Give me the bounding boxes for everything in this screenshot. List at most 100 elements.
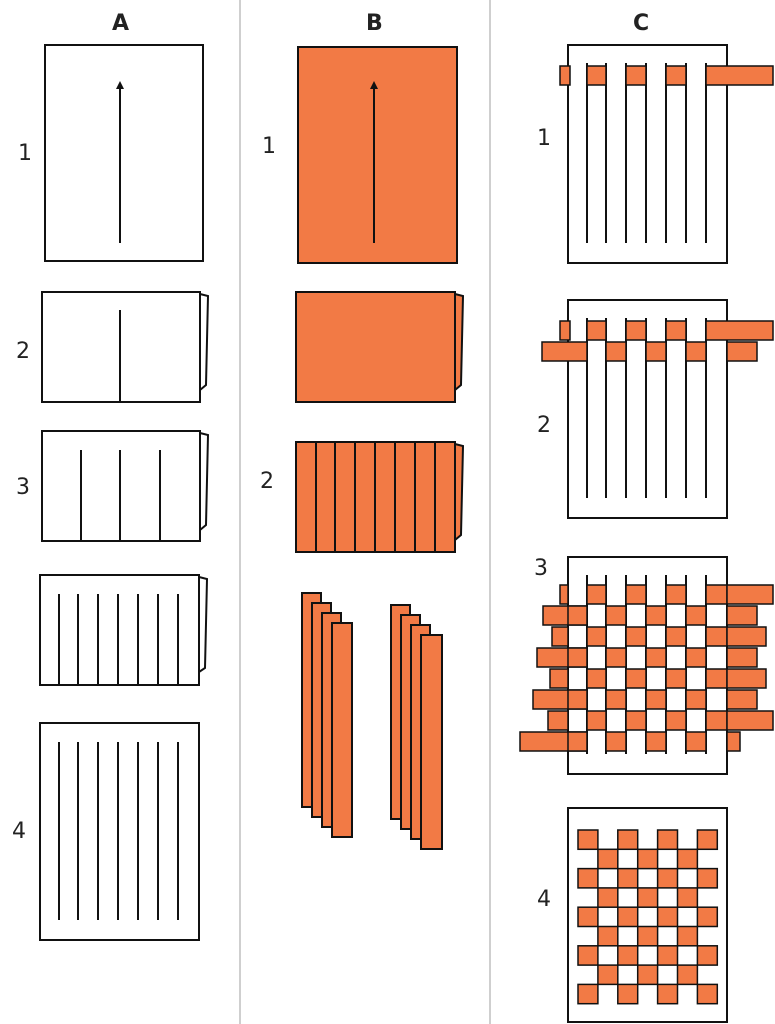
- c-step-1-weft-strip: [560, 66, 773, 85]
- column-c-step-3-label: 3: [534, 556, 548, 581]
- b-weft-strips-right-stack: [391, 605, 442, 849]
- checker-cell: [658, 830, 678, 849]
- checker-cell: [658, 946, 678, 965]
- weft-cell: [626, 669, 646, 688]
- weft-cell: [646, 690, 666, 709]
- checker-cell: [638, 965, 658, 984]
- column-a-step-3-label: 3: [16, 475, 30, 500]
- weft-tail: [727, 585, 773, 604]
- weft-cell: [606, 648, 626, 667]
- checker-cell: [697, 830, 717, 849]
- weft-cell: [686, 648, 706, 667]
- checker-cell: [678, 849, 698, 868]
- weft-cell: [626, 627, 646, 646]
- column-c-step-4-label: 4: [537, 887, 551, 912]
- checker-cell: [598, 888, 618, 907]
- a-step-3-cut-paper: [42, 431, 208, 541]
- weft-cell: [587, 585, 606, 604]
- column-b-header: B: [366, 11, 383, 36]
- weft-cell: [568, 606, 587, 625]
- weft-tail: [727, 669, 766, 688]
- column-b-step-2-label: 2: [260, 469, 274, 494]
- column-a-step-2-label: 2: [16, 339, 30, 364]
- weft-tail: [727, 627, 766, 646]
- checker-cell: [578, 946, 598, 965]
- a-step-1-paper: [45, 45, 203, 261]
- b-step-2-cut-orange-paper: [296, 442, 463, 552]
- weft-cell: [646, 606, 666, 625]
- a-step-4-unfolded-paper: [40, 723, 199, 940]
- checker-cell: [697, 984, 717, 1003]
- weft-cell: [686, 606, 706, 625]
- weft-cell: [606, 732, 626, 751]
- checker-cell: [578, 907, 598, 926]
- a-step-3b-cut-paper: [40, 575, 207, 685]
- checker-cell: [598, 849, 618, 868]
- column-c-header: C: [633, 11, 649, 36]
- weft-cell: [666, 627, 686, 646]
- weft-cell: [626, 585, 646, 604]
- b-step-1-orange-paper: [298, 47, 457, 263]
- checker-cell: [658, 984, 678, 1003]
- weft-cell: [587, 627, 606, 646]
- checker-cell: [618, 984, 638, 1003]
- checker-cell: [618, 946, 638, 965]
- weft-cell: [568, 690, 587, 709]
- weft-cell: [666, 711, 686, 730]
- column-a-header: A: [112, 11, 129, 36]
- weft-tail: [727, 648, 757, 667]
- weft-cell: [706, 627, 727, 646]
- checker-cell: [697, 946, 717, 965]
- c-step-2-loom: [542, 300, 773, 518]
- checker-cell: [578, 830, 598, 849]
- checker-cell: [658, 869, 678, 888]
- weft-cell: [706, 711, 727, 730]
- checker-cell: [697, 907, 717, 926]
- weft-cell: [568, 648, 587, 667]
- checker-cell: [618, 830, 638, 849]
- checker-cell: [598, 965, 618, 984]
- checker-cell: [598, 927, 618, 946]
- column-c-step-1-label: 1: [537, 126, 551, 151]
- weft-cell: [587, 711, 606, 730]
- weft-tail: [548, 711, 568, 730]
- column-a-step-1-label: 1: [18, 141, 32, 166]
- weft-cell: [568, 732, 587, 751]
- checker-cell: [678, 927, 698, 946]
- checker-cell: [578, 984, 598, 1003]
- checker-cell: [618, 907, 638, 926]
- checker-cell: [638, 849, 658, 868]
- checker-cell: [578, 869, 598, 888]
- weft-tail: [727, 606, 757, 625]
- weft-cell: [706, 669, 727, 688]
- c-step-4-finished-weave: [568, 808, 727, 1022]
- checker-cell: [638, 888, 658, 907]
- checker-cell: [658, 907, 678, 926]
- weft-cell: [587, 669, 606, 688]
- weft-tail: [560, 585, 568, 604]
- column-c-step-2-label: 2: [537, 413, 551, 438]
- b-step-1b-folded-orange-paper: [296, 292, 463, 402]
- weft-tail: [727, 711, 773, 730]
- weft-cell: [666, 669, 686, 688]
- weft-cell: [606, 606, 626, 625]
- c-step-1-loom: [560, 45, 773, 263]
- checker-cell: [638, 927, 658, 946]
- weft-tail: [552, 627, 568, 646]
- column-a-step-4-label: 4: [12, 819, 26, 844]
- weft-cell: [646, 732, 666, 751]
- checker-cell: [678, 888, 698, 907]
- weft-cell: [706, 585, 727, 604]
- weft-tail: [727, 732, 740, 751]
- c-step-2-weft-strip-1: [560, 321, 773, 340]
- weft-cell: [686, 732, 706, 751]
- weft-tail: [727, 690, 757, 709]
- weft-cell: [686, 690, 706, 709]
- weft-cell: [666, 585, 686, 604]
- checker-cell: [697, 869, 717, 888]
- c-step-3-weaving-in-progress: [520, 557, 773, 774]
- checker-cell: [618, 869, 638, 888]
- b-weft-strips-left-stack: [302, 593, 352, 837]
- weft-tail: [550, 669, 568, 688]
